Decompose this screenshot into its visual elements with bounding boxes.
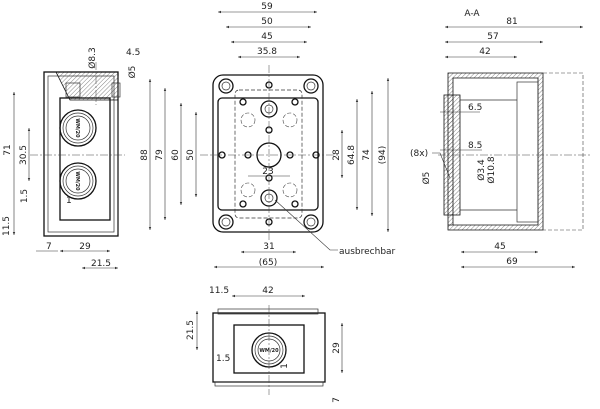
dim-42: 42 bbox=[262, 286, 273, 296]
section-view: A-A 81 57 42 6.5 8.5 (8x) Ø3.4 Ø10.8 Ø5 … bbox=[410, 9, 590, 269]
gland-logo: WM/20 bbox=[74, 118, 80, 138]
dim-dia-5: Ø5 bbox=[127, 66, 138, 79]
dim-1: 1 bbox=[66, 196, 72, 206]
dim-7: 7 bbox=[46, 242, 52, 252]
gland-logo: WM/20 bbox=[259, 348, 279, 354]
side-gland-bottom: WM/20 bbox=[59, 162, 97, 200]
dim-dia-3-4: Ø3.4 bbox=[476, 159, 487, 181]
side-inner-frame bbox=[59, 97, 111, 221]
dim-21-5: 21.5 bbox=[186, 320, 196, 340]
dim-dia-10-8: Ø10.8 bbox=[486, 156, 497, 183]
dim-dia-5: Ø5 bbox=[421, 172, 432, 185]
dim-50-top: 50 bbox=[261, 17, 273, 27]
dim-11-5: 11.5 bbox=[2, 216, 12, 236]
section-title: A-A bbox=[464, 9, 480, 19]
dim-64-8: 64.8 bbox=[347, 145, 357, 165]
dim-35-8: 35.8 bbox=[257, 47, 277, 57]
dim-71: 71 bbox=[3, 144, 13, 155]
dim-8-5: 8.5 bbox=[468, 141, 482, 151]
dim-74: 74 bbox=[362, 149, 372, 161]
dim-count-8x: (8x) bbox=[410, 149, 428, 159]
dim-31: 31 bbox=[263, 242, 274, 252]
side-lid-section bbox=[55, 71, 119, 101]
dim-94: (94) bbox=[378, 146, 388, 164]
dim-6-5: 6.5 bbox=[468, 103, 482, 113]
dim-65: (65) bbox=[259, 258, 277, 268]
dim-79: 79 bbox=[155, 149, 165, 161]
dim-1-5: 1.5 bbox=[216, 354, 230, 364]
front-view: 59 50 45 35.8 88 79 60 50 28 64.8 74 (94… bbox=[140, 2, 396, 269]
side-view: WM/20 WM/20 71 30.5 1.5 1 11.5 Ø8.3 4.5 … bbox=[2, 47, 140, 270]
front-housing bbox=[212, 74, 324, 233]
dim-50-left: 50 bbox=[186, 149, 196, 161]
dim-57: 57 bbox=[487, 32, 498, 42]
dim-1: 1 bbox=[280, 363, 290, 369]
dim-29: 29 bbox=[79, 242, 91, 252]
side-gland-top: WM/20 bbox=[59, 109, 97, 147]
dim-60: 60 bbox=[171, 149, 181, 161]
dim-dia-8-3: Ø8.3 bbox=[87, 47, 98, 68]
dim-45: 45 bbox=[494, 242, 505, 252]
bottom-view: WM/20 42 11.5 21.5 29 1.5 1 7 bbox=[186, 286, 344, 403]
dim-23: 23 bbox=[262, 167, 273, 177]
dim-21-5: 21.5 bbox=[91, 259, 111, 269]
dim-30-5: 30.5 bbox=[19, 145, 29, 165]
dim-88: 88 bbox=[140, 149, 150, 161]
dim-28: 28 bbox=[332, 149, 342, 161]
section-wall bbox=[447, 72, 544, 231]
dim-1-5: 1.5 bbox=[20, 189, 30, 203]
dim-81: 81 bbox=[506, 17, 517, 27]
dim-11-5: 11.5 bbox=[209, 286, 229, 296]
callout-ausbrechbar: ausbrechbar bbox=[339, 247, 396, 257]
dim-42: 42 bbox=[479, 47, 490, 57]
gland-logo: WM/20 bbox=[74, 171, 80, 191]
dim-45: 45 bbox=[261, 32, 272, 42]
corner-screws bbox=[218, 78, 319, 230]
dim-4-5: 4.5 bbox=[126, 48, 140, 58]
dim-29: 29 bbox=[332, 342, 342, 354]
dim-7: 7 bbox=[332, 397, 342, 403]
dim-69: 69 bbox=[506, 257, 518, 267]
dim-59: 59 bbox=[261, 2, 273, 12]
